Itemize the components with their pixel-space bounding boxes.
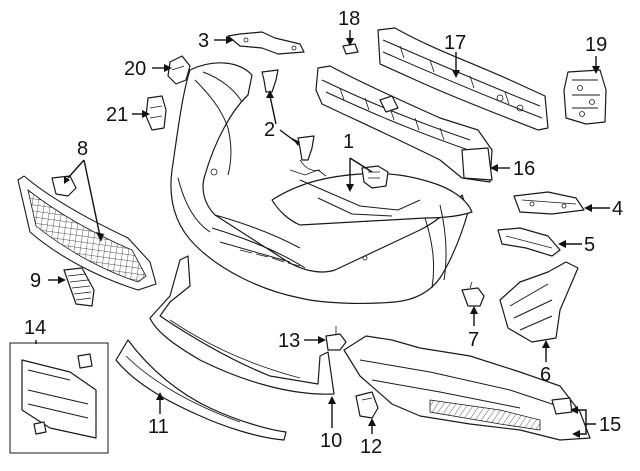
clip-12 (355, 391, 379, 419)
leader-lines (35, 30, 610, 438)
callout-15: 15 (599, 414, 621, 436)
callout-1: 1 (343, 131, 354, 153)
sensor-20 (167, 55, 191, 85)
callout-20: 20 (124, 58, 146, 80)
callout-11: 11 (148, 416, 169, 438)
sensor-holder-21 (145, 95, 167, 131)
callout-16: 16 (513, 158, 535, 180)
upper-bracket-3 (227, 31, 305, 55)
callout-10: 10 (320, 430, 342, 452)
callout-18: 18 (338, 8, 360, 30)
callout-8: 8 (77, 138, 88, 160)
lower-molding-11 (115, 339, 287, 441)
side-bracket-5 (497, 227, 561, 257)
reinforcement-beam (377, 27, 549, 131)
under-cover-15 (343, 335, 591, 441)
callout-5: 5 (584, 234, 595, 256)
bumper-cover-bracket (361, 165, 389, 189)
bolt-13 (325, 326, 347, 351)
spoiler-strip-10 (149, 255, 335, 395)
callout-7: 7 (468, 329, 479, 351)
callout-21: 21 (106, 104, 128, 126)
callout-17: 17 (444, 32, 466, 54)
grille-insert-9 (63, 267, 95, 307)
callout-13: 13 (278, 330, 300, 352)
side-bracket-4 (513, 191, 585, 215)
license-bracket-inset (9, 342, 109, 454)
callout-14: 14 (24, 317, 46, 339)
callout-4: 4 (612, 198, 623, 220)
callout-3: 3 (198, 30, 209, 52)
bumper-cover (170, 62, 473, 305)
lower-grille-8 (17, 175, 157, 291)
side-bracket-19 (563, 69, 607, 125)
clip-7 (461, 281, 485, 307)
callout-9: 9 (30, 270, 41, 292)
energy-absorber (315, 65, 493, 183)
callout-12: 12 (360, 436, 382, 458)
callout-6: 6 (540, 364, 551, 386)
callout-19: 19 (585, 34, 607, 56)
clip-2 (261, 69, 315, 161)
callout-numbers: 1 2 3 4 5 6 7 8 9 10 11 12 13 14 15 16 1… (24, 8, 623, 458)
callout-2: 2 (264, 119, 275, 141)
corner-bracket-6 (499, 261, 579, 343)
